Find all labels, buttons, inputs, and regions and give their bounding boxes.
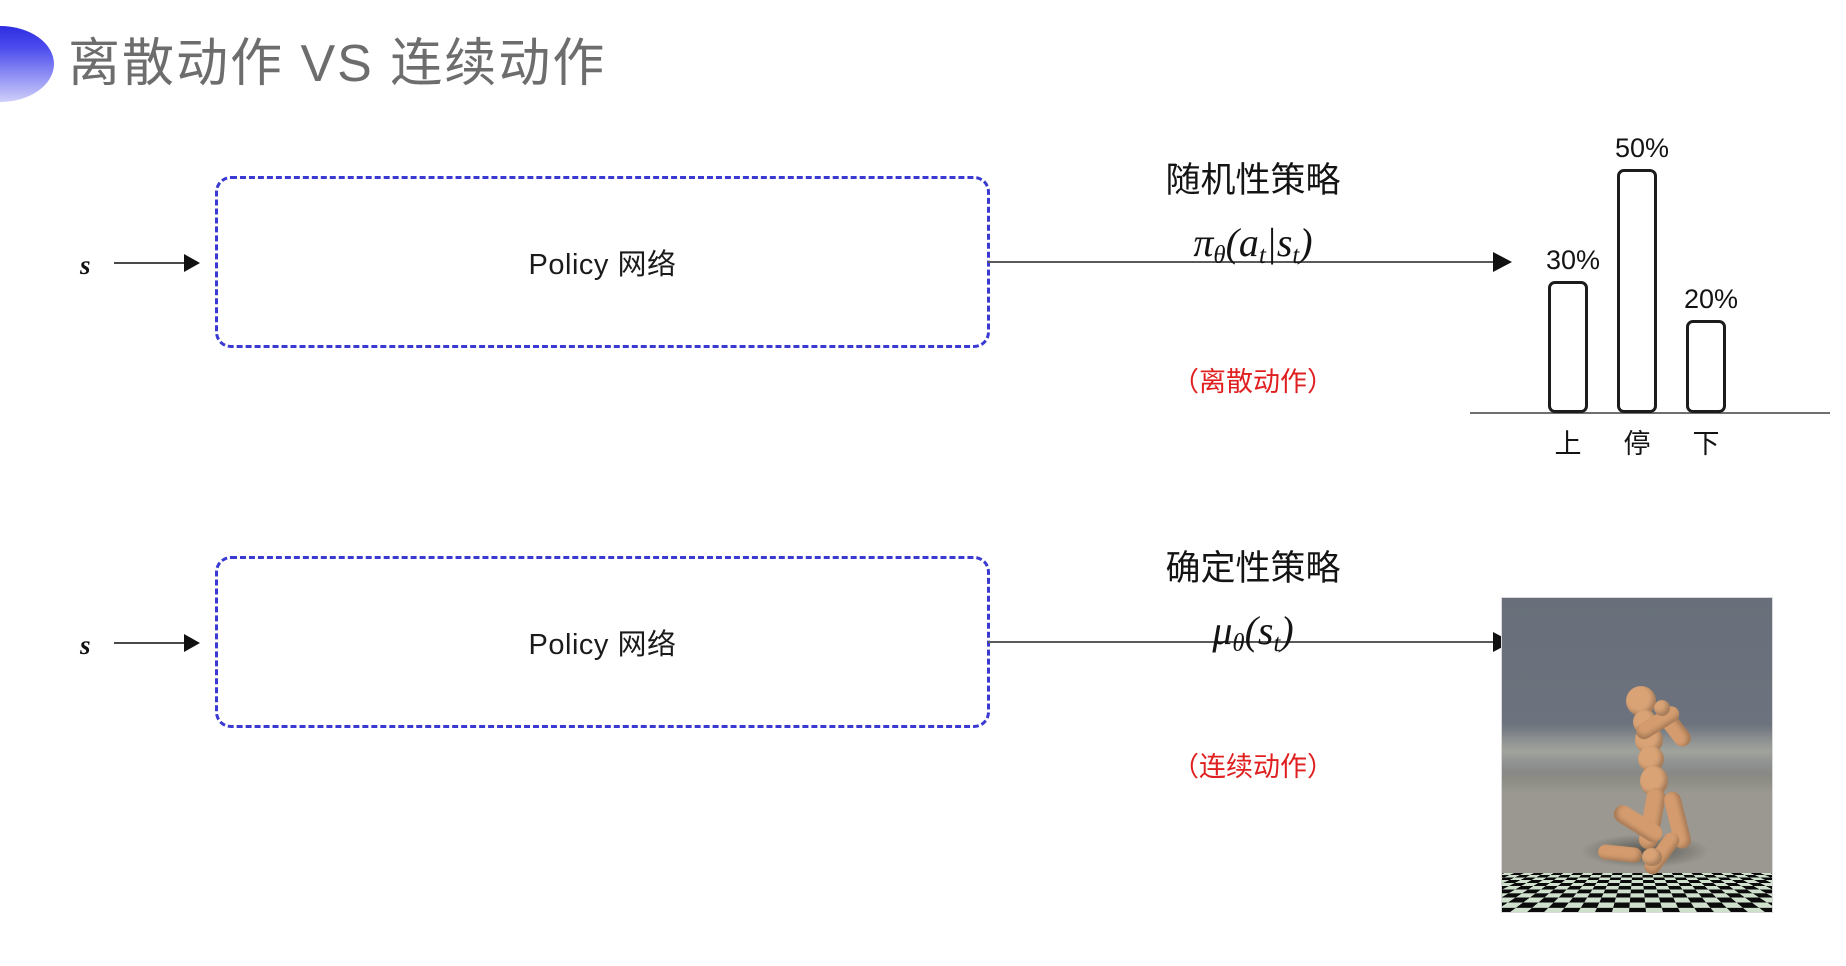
policy-network-box-discrete[interactable]: Policy 网络 bbox=[215, 176, 990, 348]
figure-shoulder bbox=[1654, 700, 1670, 716]
formula-open-arg: (s bbox=[1244, 608, 1274, 653]
bar-category-0: 上 bbox=[1554, 429, 1582, 459]
formula-theta: θ bbox=[1232, 629, 1245, 657]
formula-deterministic-policy: μθ(st) bbox=[1068, 604, 1438, 660]
formula-stochastic-policy: πθ(at|st) bbox=[1068, 216, 1438, 272]
formula-close-paren: ) bbox=[1280, 608, 1294, 653]
action-probability-bar-chart: 30% 上 50% 停 20% 下 bbox=[1470, 110, 1830, 470]
bar-category-2: 下 bbox=[1692, 429, 1720, 459]
policy-network-label: Policy 网络 bbox=[528, 249, 677, 281]
formula-pi: π bbox=[1193, 220, 1214, 265]
formula-sub-t-a: t bbox=[1258, 241, 1266, 269]
bar-category-1: 停 bbox=[1623, 429, 1651, 459]
output-arrow-shaft bbox=[988, 641, 1500, 643]
caption-block-continuous: 确定性策略 μθ(st) bbox=[1068, 548, 1438, 660]
output-arrow-shaft bbox=[988, 261, 1500, 263]
input-arrow-shaft bbox=[114, 642, 190, 644]
caption-block-discrete: 随机性策略 πθ(at|st) bbox=[1068, 160, 1438, 272]
state-input-label-continuous: s bbox=[80, 630, 91, 660]
row-continuous-action: s Policy 网络 确定性策略 μθ(st) （连续动作） bbox=[0, 500, 1846, 966]
formula-bar-s: |s bbox=[1265, 220, 1293, 265]
caption-title-stochastic: 随机性策略 bbox=[1165, 161, 1341, 200]
bar-value-1: 50% bbox=[1614, 133, 1670, 163]
bar-value-2: 20% bbox=[1683, 284, 1739, 314]
figure-foot bbox=[1597, 843, 1643, 864]
caption-note-discrete: （离散动作） bbox=[1172, 367, 1334, 397]
row-discrete-action: s Policy 网络 随机性策略 πθ(at|st) （离散动作） 30% 上… bbox=[80, 110, 1830, 470]
input-arrow-head bbox=[184, 634, 200, 652]
input-arrow-shaft bbox=[114, 262, 190, 264]
state-input-label-discrete: s bbox=[80, 250, 91, 280]
caption-title-deterministic: 确定性策略 bbox=[1165, 549, 1341, 588]
chart-baseline-axis bbox=[1470, 412, 1830, 414]
caption-note-continuous: （连续动作） bbox=[1172, 752, 1334, 782]
formula-open-arg: (a bbox=[1225, 220, 1259, 265]
policy-network-label: Policy 网络 bbox=[528, 629, 677, 661]
output-arrow-discrete bbox=[988, 252, 1516, 272]
formula-mu: μ bbox=[1212, 608, 1233, 653]
input-arrow-head bbox=[184, 254, 200, 272]
humanoid-figure bbox=[1502, 598, 1772, 912]
input-arrow-continuous bbox=[114, 634, 206, 652]
policy-network-box-continuous[interactable]: Policy 网络 bbox=[215, 556, 990, 728]
bar-value-0: 30% bbox=[1545, 245, 1601, 275]
page-title: 离散动作 VS 连续动作 bbox=[68, 35, 607, 93]
input-arrow-discrete bbox=[114, 254, 206, 272]
humanoid-simulation-image bbox=[1502, 598, 1772, 912]
formula-sub-t-s: t bbox=[1273, 629, 1281, 657]
formula-theta: θ bbox=[1213, 241, 1226, 269]
bar-2 bbox=[1686, 320, 1726, 413]
formula-sub-t-s: t bbox=[1292, 241, 1300, 269]
bar-1 bbox=[1617, 169, 1657, 413]
bar-0 bbox=[1548, 281, 1588, 413]
figure-ankle bbox=[1642, 848, 1662, 866]
formula-close-paren: ) bbox=[1299, 220, 1313, 265]
output-arrow-head bbox=[1493, 252, 1512, 272]
